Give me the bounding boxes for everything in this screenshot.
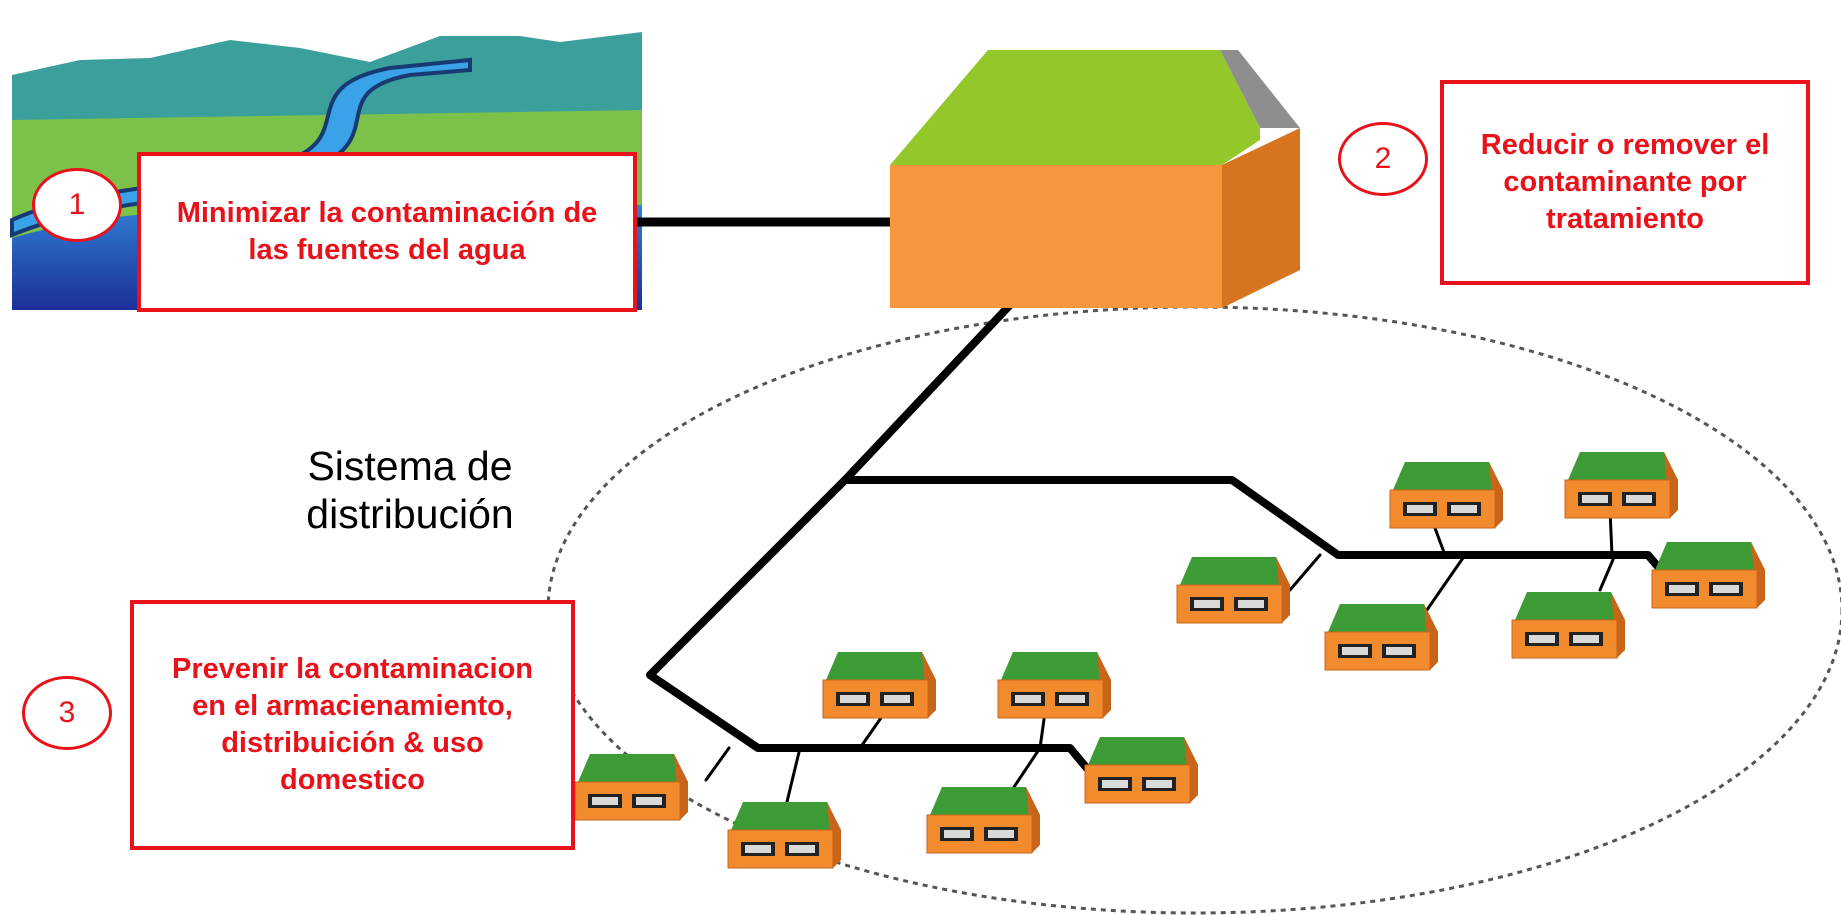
house-icon: [822, 651, 937, 719]
house-icon: [1651, 541, 1766, 609]
step-1-box: Minimizar la contaminación de las fuente…: [137, 152, 637, 312]
house-icon: [926, 786, 1041, 854]
house-icon: [1084, 736, 1199, 804]
house-icon: [574, 753, 689, 821]
pipe-network: [625, 217, 1669, 812]
house-icon: [727, 801, 842, 869]
treatment-plant-icon: [890, 50, 1300, 308]
house-icon: [1511, 591, 1626, 659]
step-2-box: Reducir o remover el contaminante por tr…: [1440, 80, 1810, 285]
step-3-text: Prevenir la contaminacion en el armacien…: [171, 653, 533, 796]
house-icon: [1176, 556, 1291, 624]
step-3-circle: 3: [22, 676, 112, 750]
step-1-circle: 1: [32, 168, 122, 242]
step-2-circle: 2: [1338, 122, 1428, 196]
house-icon: [997, 651, 1112, 719]
main-pipe: [646, 301, 1094, 776]
step-2-text: Reducir o remover el contaminante por tr…: [1480, 129, 1770, 235]
house-icon: [1324, 603, 1439, 671]
step-3-box: Prevenir la contaminacion en el armacien…: [130, 600, 575, 850]
step-1-text: Minimizar la contaminación de las fuente…: [176, 197, 598, 266]
house-icon: [1564, 451, 1679, 519]
upper-branch-pipe: [841, 476, 1669, 579]
houses: [574, 451, 1766, 869]
distribution-system-label: Sistema de distribución: [306, 443, 514, 537]
house-icon: [1389, 461, 1504, 529]
